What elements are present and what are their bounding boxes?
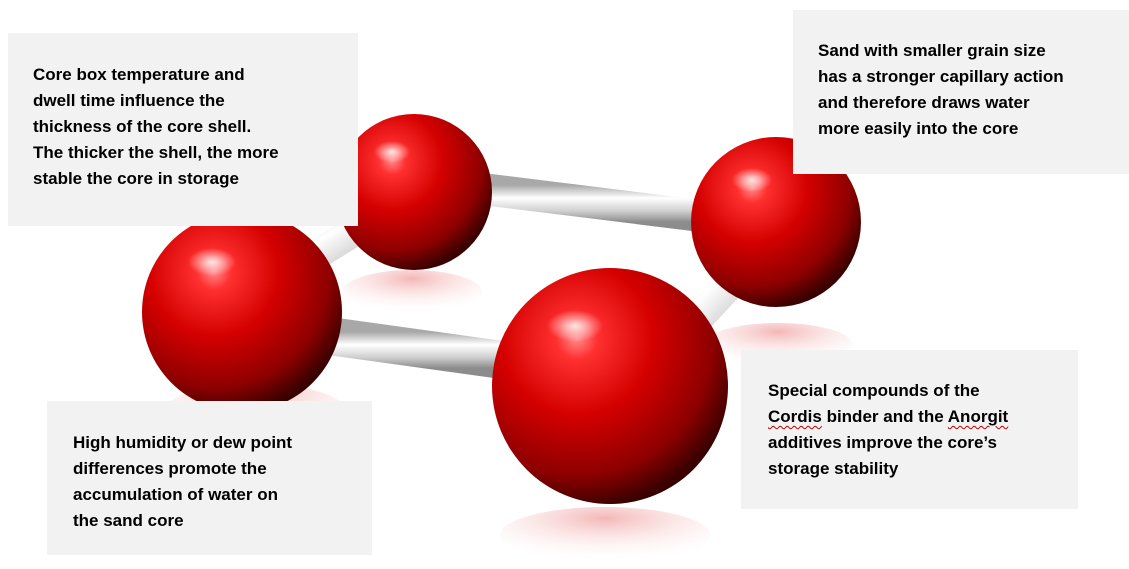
atoms xyxy=(142,114,861,504)
callout-humidity: High humidity or dew point differences p… xyxy=(47,401,372,555)
callout-binder: Special compounds of the Cordis binder a… xyxy=(741,350,1078,509)
atom-right xyxy=(691,137,861,307)
atom-front xyxy=(492,268,728,504)
atom-left xyxy=(142,212,342,412)
binder-mid-text: binder and the xyxy=(821,407,948,426)
callout-grain-size: Sand with smaller grain size has a stron… xyxy=(793,10,1129,174)
binder-rest-text: additives improve the core’s storage sta… xyxy=(768,433,997,478)
callout-core-shell: Core box temperature and dwell time infl… xyxy=(8,33,358,226)
cordis-word: Cordis xyxy=(768,407,822,426)
anorgit-word: Anorgit xyxy=(947,407,1009,426)
atom-back-left xyxy=(336,114,492,270)
reflection-front xyxy=(500,507,710,563)
binder-line-1: Special compounds of the xyxy=(768,381,980,400)
reflection-back-left xyxy=(342,270,482,314)
